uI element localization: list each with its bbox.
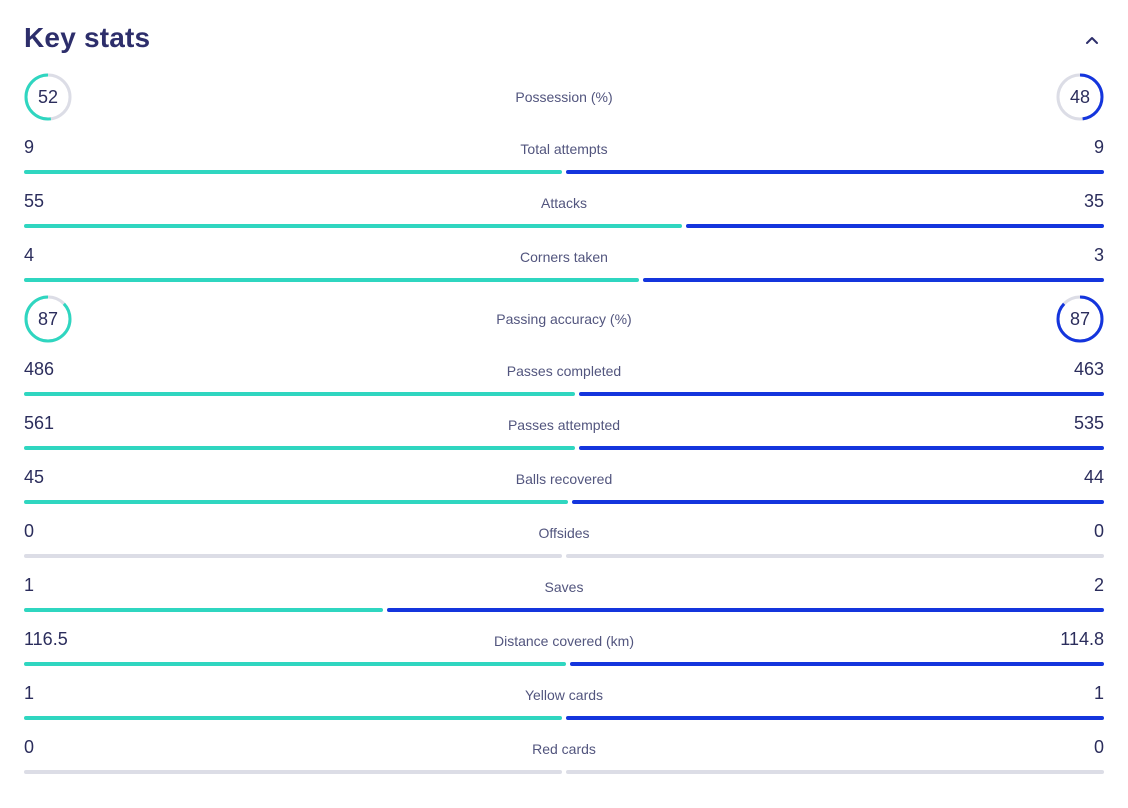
- stat-row-yellow-cards: 1 Yellow cards 1: [24, 682, 1104, 722]
- away-passing-accuracy-value: 87: [1069, 309, 1091, 329]
- stat-row-balls-recovered: 45 Balls recovered 44: [24, 466, 1104, 506]
- away-value: 3: [1093, 245, 1104, 265]
- stat-bar: [24, 716, 1104, 720]
- stat-row-passes-completed: 486 Passes completed 463: [24, 358, 1104, 398]
- stat-bar: [24, 554, 1104, 558]
- stat-bar: [24, 278, 1104, 282]
- stat-row-saves: 1 Saves 2: [24, 574, 1104, 614]
- stat-label: Passes completed: [506, 363, 622, 379]
- away-bar-segment: [566, 170, 1104, 174]
- stat-label: Distance covered (km): [493, 633, 635, 649]
- chevron-up-icon: [1086, 37, 1098, 44]
- stat-label-possession: Possession (%): [515, 89, 613, 105]
- away-value: 2: [1093, 575, 1104, 595]
- home-bar-segment: [24, 392, 576, 396]
- home-passing-accuracy-ring: 87: [24, 295, 72, 343]
- home-bar-segment: [24, 716, 562, 720]
- stat-bar: [24, 392, 1104, 396]
- stat-bar: [24, 224, 1104, 228]
- away-bar-segment: [642, 278, 1104, 282]
- stat-label: Attacks: [541, 195, 587, 211]
- away-possession-ring: 48: [1056, 73, 1104, 121]
- away-value: 9: [1093, 137, 1104, 157]
- stat-bar: [24, 500, 1104, 504]
- stat-row-possession: 52 Possession (%) 48: [24, 73, 1104, 121]
- stat-label: Corners taken: [520, 249, 608, 265]
- away-value: 35: [1083, 191, 1104, 211]
- home-possession-ring: 52: [24, 73, 72, 121]
- stat-label: Passes attempted: [507, 417, 621, 433]
- home-value: 4: [24, 245, 35, 265]
- away-value: 463: [1073, 359, 1104, 379]
- home-value: 116.5: [24, 629, 68, 649]
- stat-label-passing-accuracy: Passing accuracy (%): [496, 311, 632, 327]
- away-value: 114.8: [1060, 629, 1104, 649]
- stat-row-corners-taken: 4 Corners taken 3: [24, 244, 1104, 284]
- stat-row-distance-covered: 116.5 Distance covered (km) 114.8: [24, 628, 1104, 668]
- away-bar-segment: [572, 500, 1104, 504]
- away-value: 44: [1083, 467, 1104, 487]
- away-bar-segment: [566, 716, 1104, 720]
- stat-label: Balls recovered: [515, 471, 613, 487]
- stat-label: Yellow cards: [524, 687, 604, 703]
- home-bar-segment: [24, 770, 562, 774]
- stat-bar: [24, 770, 1104, 774]
- panel-title: Key stats: [24, 22, 151, 53]
- home-bar-segment: [24, 446, 575, 450]
- home-bar-segment: [24, 608, 383, 612]
- home-bar-segment: [24, 170, 562, 174]
- home-passing-accuracy-value: 87: [37, 309, 59, 329]
- home-value: 486: [24, 359, 55, 379]
- away-bar-segment: [386, 608, 1104, 612]
- home-value: 1: [24, 683, 35, 703]
- away-bar-segment: [685, 224, 1104, 228]
- away-value: 535: [1073, 413, 1104, 433]
- stat-row-total-attempts: 9 Total attempts 9: [24, 136, 1104, 176]
- away-passing-accuracy-ring: 87: [1056, 295, 1104, 343]
- stat-bar: [24, 446, 1104, 450]
- stat-label: Total attempts: [520, 141, 608, 157]
- away-possession-value: 48: [1069, 87, 1091, 107]
- home-bar-segment: [24, 554, 562, 558]
- stat-bar: [24, 608, 1104, 612]
- home-bar-segment: [24, 278, 639, 282]
- home-value: 45: [24, 467, 45, 487]
- away-value: 0: [1093, 737, 1104, 757]
- home-ring-graphic: [24, 73, 72, 121]
- home-value: 0: [24, 521, 35, 541]
- stat-row-passing-accuracy: 87 Passing accuracy (%) 87: [24, 295, 1104, 343]
- stat-row-offsides: 0 Offsides 0: [24, 520, 1104, 560]
- away-ring-graphic: [1056, 295, 1104, 343]
- away-value: 0: [1093, 521, 1104, 541]
- stat-row-attacks: 55 Attacks 35: [24, 190, 1104, 230]
- stat-row-passes-attempted: 561 Passes attempted 535: [24, 412, 1104, 452]
- stat-label: Offsides: [538, 525, 590, 541]
- away-bar-segment: [566, 554, 1104, 558]
- away-bar-segment: [566, 770, 1104, 774]
- stat-bar: [24, 662, 1104, 666]
- home-value: 0: [24, 737, 35, 757]
- stat-label: Saves: [544, 579, 584, 595]
- home-value: 561: [24, 413, 55, 433]
- away-value: 1: [1093, 683, 1104, 703]
- home-bar-segment: [24, 500, 569, 504]
- away-ring-graphic: [1056, 73, 1104, 121]
- stat-row-red-cards: 0 Red cards 0: [24, 736, 1104, 776]
- home-bar-segment: [24, 662, 566, 666]
- home-value: 1: [24, 575, 35, 595]
- home-bar-segment: [24, 224, 682, 228]
- home-ring-graphic: [24, 295, 72, 343]
- home-value: 9: [24, 137, 35, 157]
- stat-label: Red cards: [532, 741, 596, 757]
- away-bar-segment: [579, 392, 1104, 396]
- away-bar-segment: [569, 662, 1104, 666]
- stat-bar: [24, 170, 1104, 174]
- collapse-button[interactable]: [1080, 28, 1104, 52]
- home-possession-value: 52: [37, 87, 59, 107]
- home-value: 55: [24, 191, 45, 211]
- away-bar-segment: [578, 446, 1104, 450]
